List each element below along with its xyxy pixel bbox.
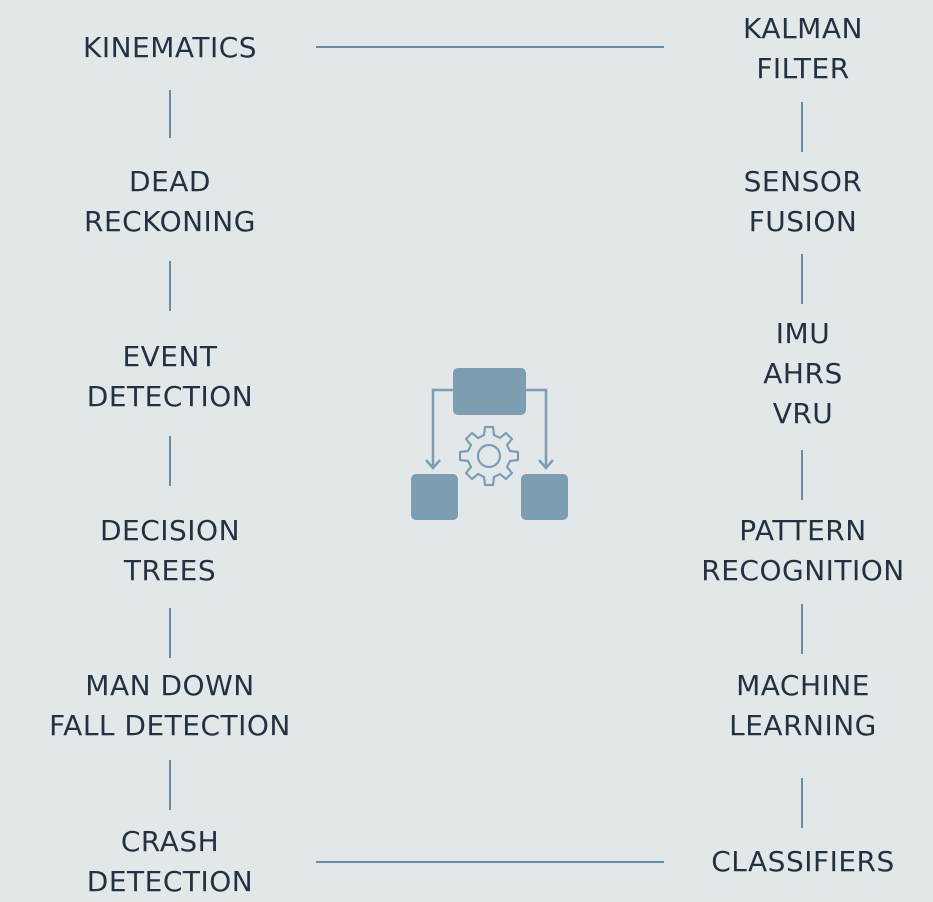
node-kinematics-line-1: KINEMATICS xyxy=(82,31,258,64)
node-man-down-line-1: MAN DOWN xyxy=(85,669,255,702)
connector-left-2 xyxy=(169,261,171,311)
connector-bottom-horizontal xyxy=(316,861,664,863)
connector-right-2 xyxy=(801,254,803,304)
node-sensor-fusion-line-1: SENSOR xyxy=(743,165,863,198)
node-sensor-fusion-line-2: FUSION xyxy=(748,205,858,238)
node-crash-detection: CRASH DETECTION xyxy=(87,822,253,902)
node-kalman-filter: KALMAN FILTER xyxy=(743,9,863,89)
node-machine-learning-line-1: MACHINE xyxy=(736,669,870,702)
workflow-gear-icon xyxy=(408,366,572,528)
node-man-down-line-2: FALL DETECTION xyxy=(49,709,291,742)
node-crash-detection-line-2: DETECTION xyxy=(86,865,254,898)
node-man-down-fall-detection: MAN DOWN FALL DETECTION xyxy=(49,666,291,746)
node-event-detection: EVENT DETECTION xyxy=(87,337,253,417)
workflow-bottom-right-block xyxy=(521,474,568,520)
node-imu-line: IMU xyxy=(775,317,831,350)
connector-left-4 xyxy=(169,608,171,658)
workflow-left-arrow-line xyxy=(431,388,453,468)
connector-right-3 xyxy=(801,450,803,500)
connector-left-1 xyxy=(169,90,171,138)
workflow-top-block xyxy=(453,368,526,415)
node-crash-detection-line-1: CRASH xyxy=(120,825,220,858)
node-pattern-recognition-line-1: PATTERN xyxy=(739,514,867,547)
node-kinematics: KINEMATICS xyxy=(83,28,257,68)
connector-right-5 xyxy=(801,778,803,828)
node-kalman-filter-line-1: KALMAN xyxy=(743,12,863,45)
node-classifiers: CLASSIFIERS xyxy=(711,842,895,882)
node-sensor-fusion: SENSOR FUSION xyxy=(744,162,863,242)
node-ahrs-line: AHRS xyxy=(763,357,843,390)
connector-right-4 xyxy=(801,604,803,654)
workflow-bottom-left-block xyxy=(411,474,458,520)
node-classifiers-line-1: CLASSIFIERS xyxy=(711,845,895,878)
node-dead-reckoning-line-2: RECKONING xyxy=(84,205,256,238)
node-event-detection-line-2: DETECTION xyxy=(86,380,254,413)
node-imu-ahrs-vru: IMU AHRS VRU xyxy=(763,314,842,434)
connector-left-5 xyxy=(169,760,171,810)
connector-top-horizontal xyxy=(316,46,664,48)
node-dead-reckoning: DEAD RECKONING xyxy=(84,162,256,242)
connector-right-1 xyxy=(801,102,803,152)
node-vru-line: VRU xyxy=(772,397,834,430)
node-event-detection-line-1: EVENT xyxy=(122,340,218,373)
node-dead-reckoning-line-1: DEAD xyxy=(129,165,211,198)
workflow-left-arrowhead xyxy=(425,459,441,470)
node-pattern-recognition: PATTERN RECOGNITION xyxy=(701,511,904,591)
node-kalman-filter-line-2: FILTER xyxy=(756,52,850,85)
workflow-right-arrow-line xyxy=(526,388,548,468)
node-machine-learning: MACHINE LEARNING xyxy=(729,666,877,746)
node-decision-trees-line-1: DECISION xyxy=(99,514,241,547)
node-pattern-recognition-line-2: RECOGNITION xyxy=(701,554,905,587)
node-decision-trees: DECISION TREES xyxy=(100,511,240,591)
workflow-right-arrowhead xyxy=(538,459,554,470)
connector-left-3 xyxy=(169,436,171,486)
node-machine-learning-line-2: LEARNING xyxy=(729,709,877,742)
gear-icon xyxy=(458,425,520,487)
node-decision-trees-line-2: TREES xyxy=(123,554,217,587)
